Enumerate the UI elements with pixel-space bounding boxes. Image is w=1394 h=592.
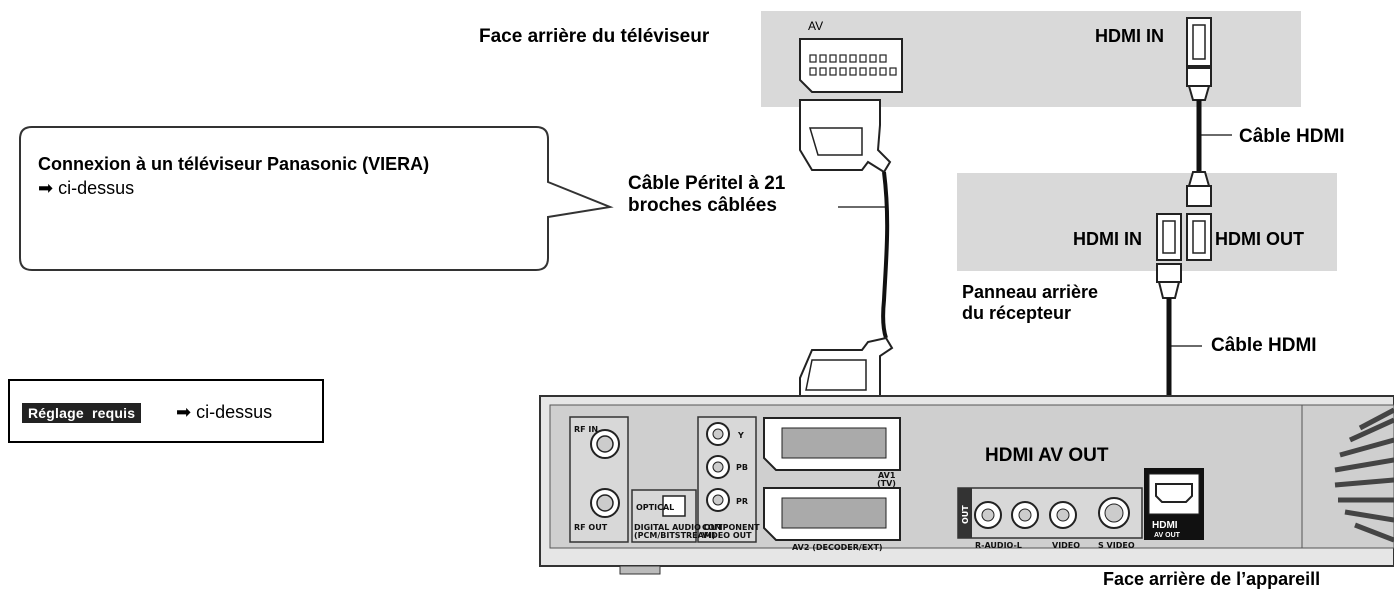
label-scart-cable-1: Câble Péritel à 21 (628, 173, 786, 194)
label-digital-audio-out-2: (PCM/BITSTREAM) (634, 531, 715, 540)
badge-word2: requis (91, 405, 136, 421)
callout-title: Connexion à un téléviseur Panasonic (VIE… (38, 154, 430, 174)
label-pb: PB (736, 463, 748, 472)
label-scart-cable-2: broches câblées (628, 195, 777, 216)
requirement-badge: Réglage requis (22, 403, 142, 423)
label-receiver-panel-2: du récepteur (962, 303, 1072, 323)
label-rf-out: RF OUT (574, 523, 608, 532)
label-av1: AV1 (878, 471, 896, 480)
receiver-hdmi-in-socket (1156, 213, 1182, 261)
tv-scart-socket (799, 38, 903, 93)
receiver-hdmi-out-socket (1186, 213, 1212, 261)
label-r-audio-l: R-AUDIO-L (975, 541, 1022, 550)
label-optical: OPTICAL (636, 503, 674, 512)
requirement-box: Réglage requis ➡ ci-dessus (8, 379, 324, 443)
label-digital-audio-out: DIGITAL AUDIO OUT (634, 523, 723, 532)
label-av1-tv: (TV) (877, 479, 896, 488)
callout-bubble (19, 126, 614, 271)
label-cable-hdmi-top: Câble HDMI (1239, 126, 1345, 147)
label-pr: PR (736, 497, 748, 506)
label-component-2: VIDEO OUT (702, 531, 752, 540)
label-device-rear: Face arrière de l’appareill (1103, 569, 1321, 589)
label-s-video: S VIDEO (1098, 541, 1135, 550)
receiver-rear-panel (957, 173, 1337, 271)
hdmi-cable-top (1186, 67, 1212, 207)
badge-word1: Réglage (28, 405, 84, 421)
label-video: VIDEO (1052, 541, 1080, 550)
label-receiver-hdmi-in: HDMI IN (1073, 229, 1142, 249)
label-component: COMPONENT (702, 523, 760, 532)
label-device-hdmi-av-out: HDMI AV OUT (985, 445, 1109, 466)
label-tv-av: AV (808, 19, 824, 33)
tv-hdmi-in-socket (1186, 17, 1212, 67)
label-y: Y (737, 431, 744, 440)
label-cable-hdmi-bottom: Câble HDMI (1211, 335, 1317, 356)
label-receiver-panel-1: Panneau arrière (962, 282, 1099, 302)
label-av-out: AV OUT (1154, 532, 1181, 539)
label-tv-hdmi-in: HDMI IN (1095, 26, 1164, 46)
requirement-text: ➡ ci-dessus (176, 402, 273, 422)
label-receiver-hdmi-out: HDMI OUT (1215, 229, 1304, 249)
label-rf-in: RF IN (574, 425, 598, 434)
callout-subtitle: ➡ ci-dessus (38, 178, 135, 198)
label-hdmi-logo: HDMI (1152, 520, 1178, 531)
label-tv-rear: Face arrière du téléviseur (479, 26, 710, 47)
label-out: OUT (961, 505, 970, 524)
label-av2: AV2 (DECODER/EXT) (792, 543, 883, 552)
scart-cable (799, 99, 894, 406)
device-rear-panel (539, 395, 1394, 575)
